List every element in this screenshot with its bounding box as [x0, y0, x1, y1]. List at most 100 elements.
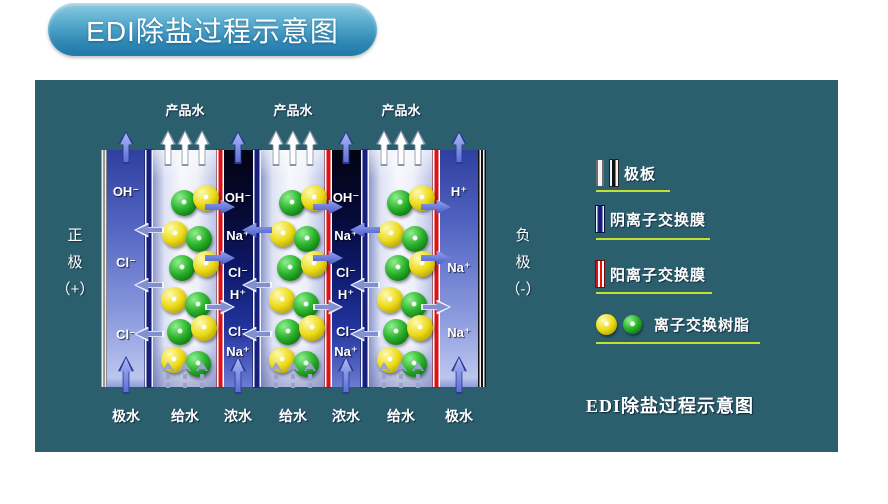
resin-bead-green: [279, 190, 305, 216]
resin-bead-green: [275, 319, 301, 345]
ion-arrow-fill: [315, 301, 341, 313]
anion-membrane: [145, 150, 153, 387]
negative-electrode-label: 负 极 （-）: [505, 227, 541, 298]
ion-label: Na⁺: [334, 228, 358, 243]
product-water-label: 产品水: [165, 103, 205, 118]
feed-inlet-arrow-dash: [183, 383, 187, 388]
legend-item-resin: 离子交换树脂: [596, 314, 760, 344]
resin-bead-yellow: [299, 315, 325, 341]
product-water-label: 产品水: [273, 103, 313, 118]
ion-label: Cl⁻: [336, 265, 356, 280]
ion-label: Na⁺: [334, 344, 358, 359]
positive-electrode-label: 正 极 （+）: [55, 227, 95, 298]
feed-inlet-arrow-dash: [382, 374, 386, 379]
ion-arrow-fill: [352, 328, 378, 340]
channel-label: 给水: [171, 408, 199, 424]
feed-inlet-arrow-dash: [291, 383, 295, 388]
column-concentrate: [332, 150, 361, 387]
ion-label: H⁺: [337, 287, 355, 302]
resin-bead-green: [171, 190, 197, 216]
legend-label: 阴离子交换膜: [610, 211, 707, 229]
feed-inlet-arrow-dash: [308, 374, 312, 379]
resin-bead-yellow: [193, 251, 219, 277]
resin-bead-green: [186, 226, 212, 252]
resin-bead-yellow: [378, 221, 404, 247]
channel-label: 浓水: [332, 408, 360, 424]
feed-inlet-arrow-head: [270, 362, 282, 371]
ion-label: Cl⁻: [228, 265, 248, 280]
resin-bead-yellow: [191, 315, 217, 341]
resin-bead-green: [402, 226, 428, 252]
feed-inlet-arrow-dash: [200, 374, 204, 379]
ion-arrow-fill: [136, 328, 162, 340]
feed-inlet-arrow-head: [196, 362, 208, 371]
feed-inlet-arrow-head: [162, 362, 174, 371]
legend-item-cation-membrane: 阳离子交换膜: [596, 261, 712, 294]
cation-membrane: [217, 150, 224, 387]
feed-inlet-arrow-dash: [200, 383, 204, 388]
column-concentrate: [224, 150, 253, 387]
feed-inlet-arrow: [412, 362, 424, 392]
feed-inlet-arrow-head: [395, 362, 407, 371]
resin-bead-yellow: [269, 287, 295, 313]
title-badge: EDI除盐过程示意图: [48, 3, 377, 56]
legend-label: 离子交换树脂: [654, 317, 751, 334]
feed-inlet-arrow-head: [287, 362, 299, 371]
ion-arrow-fill: [207, 301, 233, 313]
resin-beads-icon: [596, 314, 617, 335]
electrode-plate-icon: [610, 160, 618, 186]
ion-label: H⁺: [450, 184, 468, 199]
diagram-caption: EDI除盐过程示意图: [586, 396, 755, 416]
channel-label: 给水: [387, 408, 415, 424]
resin-bead-yellow: [162, 221, 188, 247]
product-water-label: 产品水: [381, 103, 421, 118]
feed-inlet-arrow-dash: [274, 383, 278, 388]
feed-inlet-arrow-dash: [308, 383, 312, 388]
resin-bead-green: [277, 255, 303, 281]
resin-bead-green: [385, 255, 411, 281]
title-badge-label: EDI除盐过程示意图: [86, 15, 339, 47]
cation-membrane-icon: [596, 261, 604, 287]
feed-inlet-arrow: [196, 362, 208, 392]
resin-bead-yellow: [409, 251, 435, 277]
feed-inlet-arrow: [395, 362, 407, 392]
ion-label: Cl⁻: [228, 324, 248, 339]
feed-inlet-arrow-dash: [183, 374, 187, 379]
feed-inlet-arrow-head: [179, 362, 191, 371]
ion-label: OH⁻: [112, 184, 140, 199]
feed-inlet-arrow-dash: [274, 374, 278, 379]
resin-beads-icon: [623, 315, 642, 334]
resin-bead-green: [185, 351, 211, 377]
ion-arrow-fill: [244, 328, 270, 340]
feed-inlet-arrow: [162, 362, 174, 392]
channel-label: 给水: [279, 408, 307, 424]
feed-inlet-arrow-head: [412, 362, 424, 371]
column-electrode-water-left: [107, 150, 145, 387]
ion-label: OH⁻: [332, 190, 360, 205]
resin-bead-green: [293, 351, 319, 377]
ion-label: Na⁺: [226, 344, 250, 359]
resin-bead-yellow: [301, 251, 327, 277]
feed-inlet-arrow-dash: [291, 374, 295, 379]
legend-label: 阳离子交换膜: [610, 266, 707, 284]
ion-arrow-fill: [423, 301, 449, 313]
feed-inlet-arrow-head: [304, 362, 316, 371]
cation-membrane: [325, 150, 332, 387]
ion-arrow-fill: [136, 224, 162, 236]
channel-label: 极水: [112, 408, 140, 424]
electrode-plate-left: [101, 150, 107, 387]
legend-underline: [596, 292, 712, 294]
cation-membrane: [433, 150, 440, 387]
resin-bead-green: [294, 226, 320, 252]
resin-bead-yellow: [161, 287, 187, 313]
channel-label: 极水: [445, 408, 473, 424]
feed-inlet-arrow-head: [378, 362, 390, 371]
legend-label: 极板: [624, 165, 657, 183]
feed-inlet-arrow-dash: [166, 383, 170, 388]
resin-bead-green: [387, 190, 413, 216]
feed-inlet-arrow-dash: [399, 374, 403, 379]
ion-label: Na⁺: [226, 228, 250, 243]
feed-inlet-arrow: [378, 362, 390, 392]
anion-membrane: [361, 150, 369, 387]
